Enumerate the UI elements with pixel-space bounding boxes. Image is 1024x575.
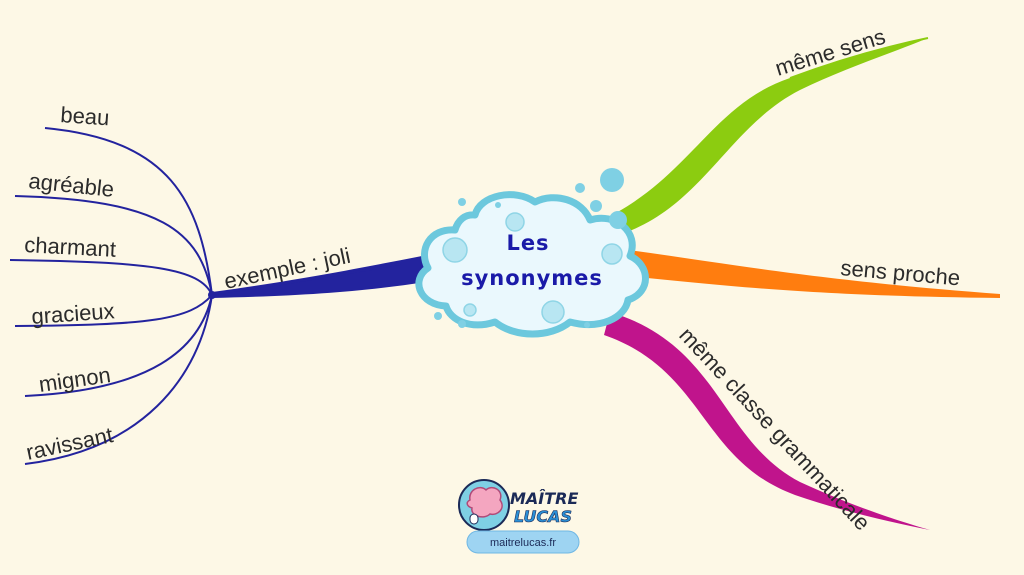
sub-branches (9, 127, 213, 465)
sub-branch-hub (208, 291, 216, 299)
center-cloud: Les synonymes (415, 168, 649, 338)
label-same-class: même classe grammaticale (674, 322, 875, 535)
logo-url[interactable]: maitrelucas.fr (490, 537, 556, 549)
logo-line2: LUCAS (514, 507, 572, 526)
center-title-line2: synonymes (461, 266, 603, 290)
word-mignon: mignon (37, 362, 112, 397)
brain-shape (466, 486, 503, 518)
sub-branch-ravissant (24, 294, 213, 465)
sub-branch-beau (44, 127, 213, 296)
word-charmant: charmant (24, 232, 117, 262)
branch-same-class (604, 312, 930, 530)
sub-branch-charmant (9, 259, 213, 296)
logo-maitre-lucas[interactable]: MAÎTRE LUCAS maitrelucas.fr (458, 479, 580, 554)
word-gracieux: gracieux (31, 298, 116, 329)
label-underline-same-meaning (789, 37, 929, 79)
mouse-icon (469, 513, 479, 525)
branch-same-meaning (598, 38, 928, 238)
branch-close-meaning (628, 250, 1000, 298)
sub-branch-agreable (14, 195, 213, 296)
sub-branch-gracieux (14, 294, 213, 327)
word-beau: beau (60, 102, 111, 130)
center-title-line1: Les (506, 231, 549, 255)
cloud-bubbles (434, 168, 627, 328)
sub-branch-mignon (24, 294, 213, 397)
cloud-shape (415, 191, 649, 338)
logo-url-pill[interactable] (466, 530, 580, 554)
label-underline-example (211, 263, 401, 295)
logo-line1: MAÎTRE (510, 489, 578, 508)
word-ravissant: ravissant (24, 422, 115, 465)
